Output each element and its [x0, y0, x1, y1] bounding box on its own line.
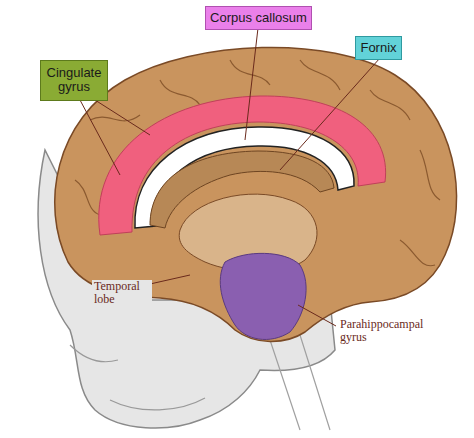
jaw-line [110, 398, 205, 410]
leader-line [298, 305, 336, 326]
leader-line [80, 100, 150, 175]
parahippocampal-region [220, 253, 306, 339]
cheek-line [70, 345, 118, 362]
part-label: Parahippocampal gyrus [338, 318, 447, 344]
brain-outline [55, 47, 457, 341]
label-box: Corpus callosum [205, 6, 312, 30]
part-label: Temporal lobe [92, 280, 152, 306]
box-text: Fornix [360, 41, 397, 55]
label-box: Cingulate gyrus [40, 60, 108, 101]
leader-line [150, 275, 190, 284]
leader-line [245, 28, 258, 140]
leader-line [280, 58, 380, 170]
box-text: Corpus callosum [210, 11, 307, 25]
box-text: Cingulate gyrus [46, 66, 102, 95]
spine-lines [270, 335, 330, 430]
label-box: Fornix [355, 36, 402, 60]
